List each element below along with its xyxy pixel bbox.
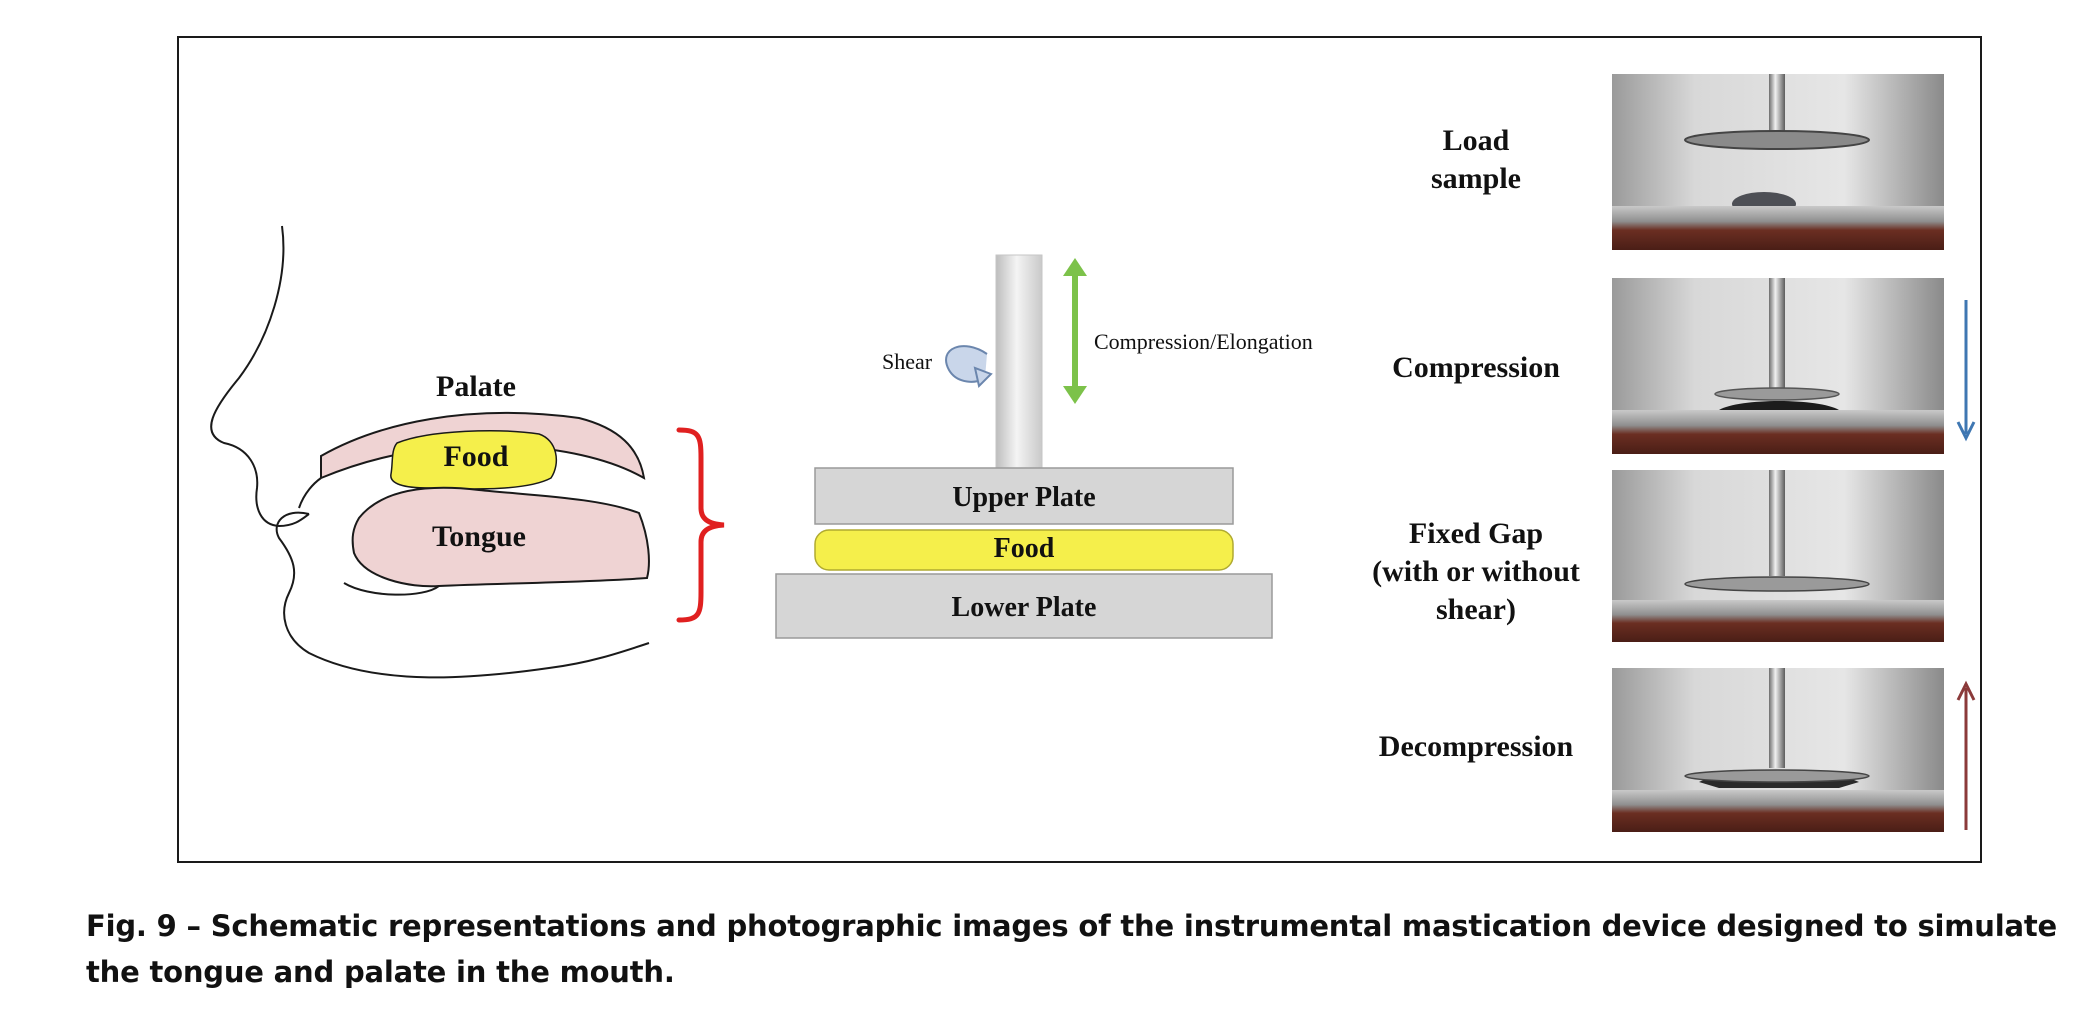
photo-fixed-gap [1612,470,1944,642]
step-label-decompression: Decompression [1378,730,1574,763]
upper-plate-label: Upper Plate [952,482,1095,513]
figure-caption: Fig. 9 – Schematic representations and p… [86,909,2057,989]
photo-decompression [1612,668,1944,832]
palate-label: Palate [436,370,516,403]
device-food-label: Food [994,533,1055,564]
step-label-load-sample: Load sample [1431,124,1521,195]
step-label-compression: Compression [1392,351,1560,384]
device-shaft [995,254,1043,470]
tongue-label: Tongue [432,520,526,553]
device-diagram: Shear Compression/Elongation Upper Plate… [775,254,1313,639]
device-food [814,529,1234,571]
upper-plate [814,467,1234,525]
face-profile [210,225,310,528]
lower-plate [775,573,1273,639]
mouth-food-label: Food [443,440,508,473]
food-bolus [390,430,558,490]
jaw-line [275,511,650,679]
figure-panel: Palate Food Tongue Shear Compression/Elo… [177,36,1982,863]
figure-artwork: Palate Food Tongue Shear Compression/Elo… [210,74,1976,832]
compression-elongation-arrow [1063,258,1087,404]
decompression-arrow-icon [1956,680,1976,830]
lower-plate-label: Lower Plate [952,592,1097,623]
photo-compression [1612,278,1944,454]
brace [676,427,725,623]
tongue-tissue [351,486,650,588]
step-label-fixed-gap: Fixed Gap (with or without shear) [1372,517,1580,626]
mouth-diagram: Palate Food Tongue [210,225,725,679]
photo-load-sample [1612,74,1944,250]
motion-label: Compression/Elongation [1094,329,1313,354]
shear-label: Shear [882,349,933,374]
compression-arrow-icon [1956,300,1976,442]
